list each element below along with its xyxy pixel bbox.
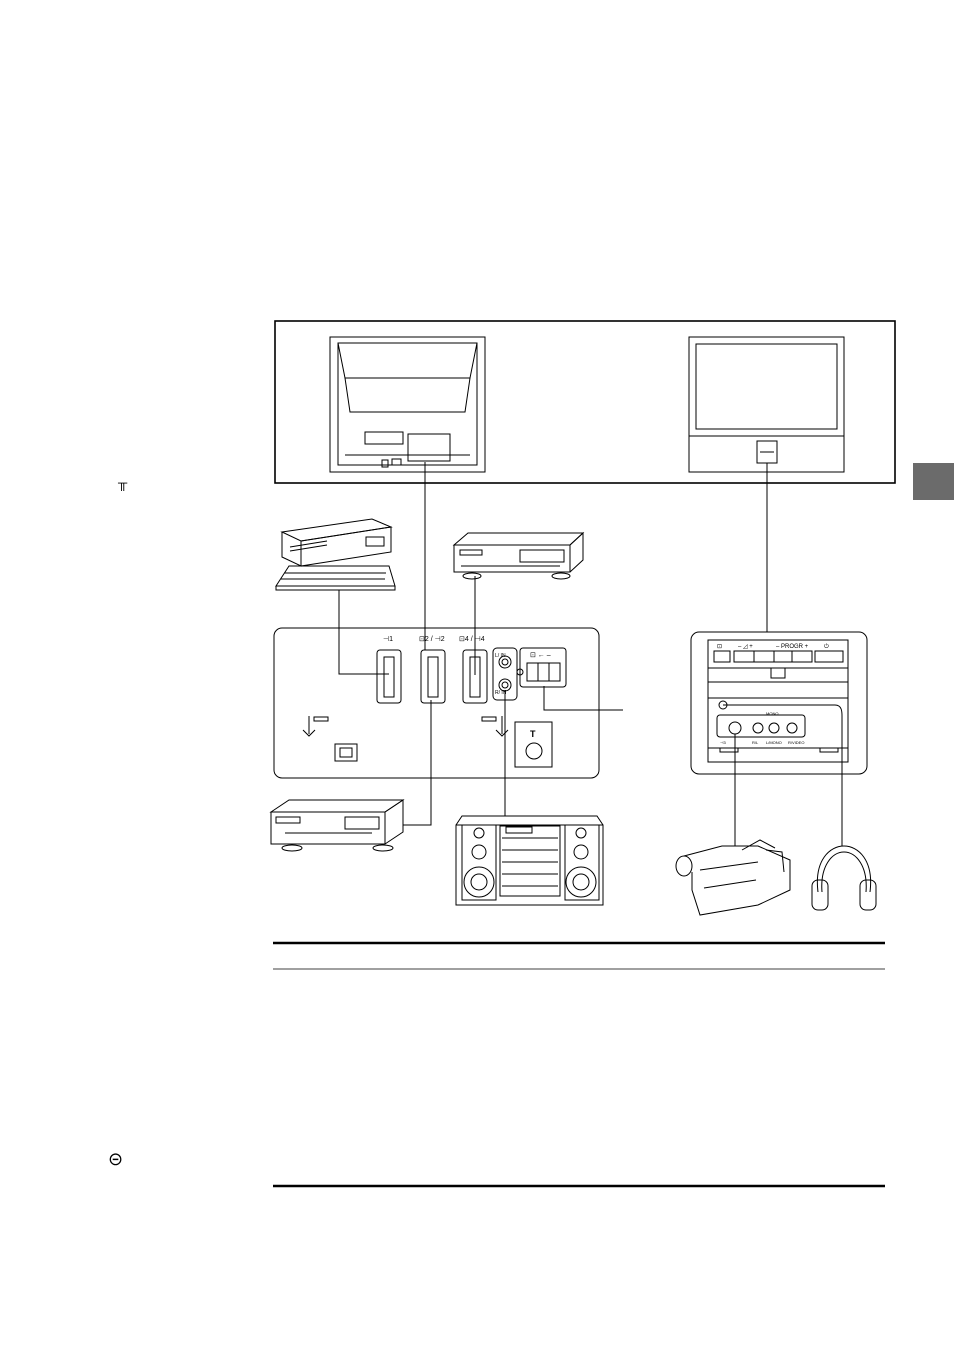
tv-views-frame <box>274 320 896 484</box>
left-in-label: L/ IN <box>495 653 506 659</box>
jack-label: R/L <box>752 740 759 745</box>
jack-label: R/VIDEO <box>788 740 804 745</box>
hifi-system-device <box>455 815 604 906</box>
power-icon: ⏻ <box>824 643 829 650</box>
t-socket-label: T <box>530 729 536 739</box>
front-connection-panel <box>690 631 868 775</box>
vcr-top-device <box>452 531 585 580</box>
volume-label: – ◿ + <box>738 644 753 650</box>
socket2-label: ⊡2 / ⊣2 <box>419 636 445 643</box>
mono-label: MONO <box>766 711 778 716</box>
jack-label: L/MONO <box>766 740 782 745</box>
program-label: – PROGR + <box>776 644 809 650</box>
cable-vcr-bottom <box>403 700 432 826</box>
cable-computer <box>338 590 389 675</box>
switch-label: ⊡ ← – <box>530 652 551 659</box>
vcr-bottom-device <box>269 799 405 852</box>
connection-cables <box>338 462 843 846</box>
computer-device <box>275 518 396 591</box>
tv-rear-view <box>329 336 486 473</box>
camcorder-device <box>675 839 791 916</box>
tv-front-view <box>688 336 845 473</box>
input-icon: ⊡ <box>717 644 722 650</box>
section-tab <box>913 463 954 500</box>
socket1-label: ⊣1 <box>383 636 393 643</box>
headphones-device <box>811 845 877 911</box>
right-in-label: R/ IN <box>495 690 507 696</box>
socket4-label: ⊡4 / ⊣4 <box>459 636 485 643</box>
cable-headphones <box>723 704 843 846</box>
antenna-icon: ╥ <box>118 475 128 490</box>
jack-label: ⊣3 <box>720 740 726 745</box>
cable-callout <box>543 686 623 711</box>
rear-connection-panel <box>273 627 600 779</box>
input-symbol-icon: ⊝ <box>108 1149 124 1169</box>
page-rules <box>273 941 885 1188</box>
